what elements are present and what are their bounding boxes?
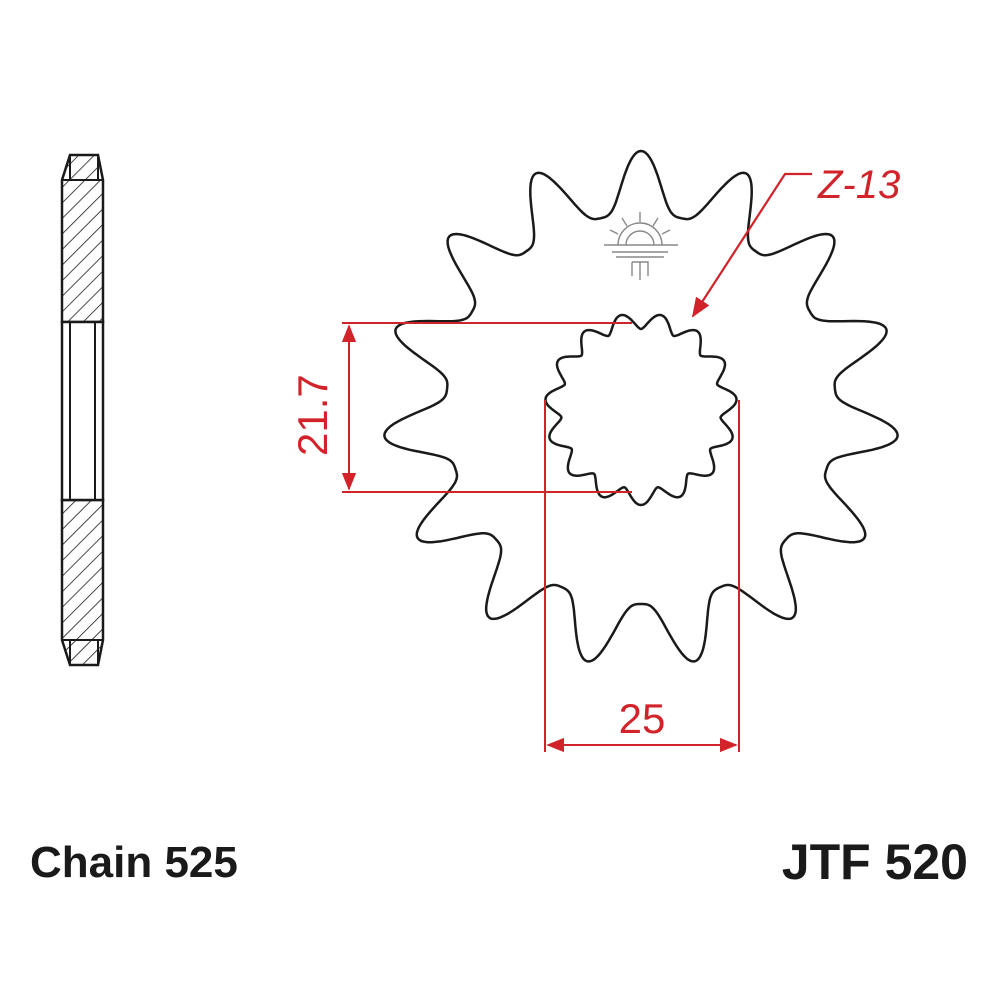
sprocket-outer-profile [383, 149, 899, 663]
part-number-label: JTF 520 [781, 834, 968, 890]
height-label: 21.7 [289, 374, 336, 456]
teeth-count-label: Z-13 [817, 163, 900, 207]
maker-logo [604, 212, 678, 280]
width-dimension [544, 400, 740, 753]
side-profile-view [60, 153, 105, 667]
teeth-count-leader [691, 172, 812, 318]
side-profile-bore [60, 320, 105, 502]
height-dimension [341, 322, 632, 493]
chain-size-label: Chain 525 [30, 838, 238, 887]
teeth-count-callout: Z-13 [691, 163, 900, 318]
spline-bore-profile [544, 313, 738, 507]
width-label: 25 [619, 695, 666, 742]
